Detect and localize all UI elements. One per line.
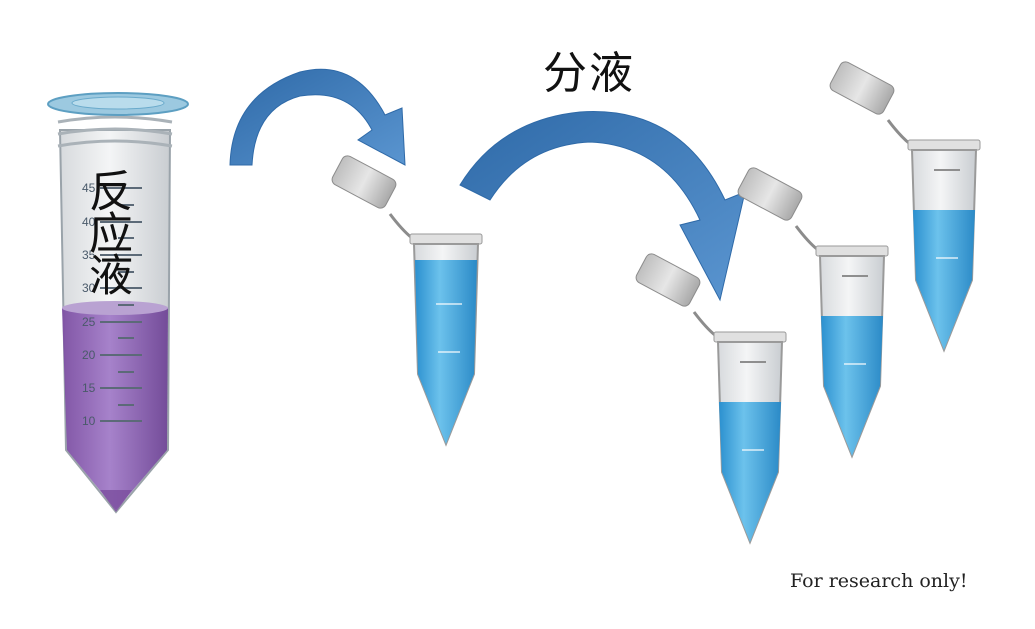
microtube-cap (829, 61, 911, 146)
graduation-scale (100, 187, 142, 422)
graduation-label: 30 (82, 281, 96, 295)
microtube-liquid (821, 316, 883, 456)
reaction-tube-cap-inner (71, 96, 165, 110)
aliquot-arrow (459, 111, 746, 302)
microtube-liquid (719, 402, 781, 542)
microtube-liquid (913, 210, 975, 350)
thread-ring (57, 139, 173, 148)
microtube-aliquot (829, 61, 981, 353)
reaction-liquid (62, 304, 168, 510)
disclaimer-text: For research only! (790, 570, 968, 592)
thread-ring (57, 127, 173, 136)
microtube-cap (737, 167, 819, 252)
transfer-arrow (229, 68, 406, 166)
aliquot-label: 分液 (543, 48, 635, 99)
graduation-label: 40 (82, 215, 96, 229)
graduation-labels: 45 40 35 30 25 20 15 10 (82, 181, 96, 428)
reaction-tube: 45 40 35 30 25 20 15 10 (47, 92, 189, 514)
reaction-liquid-surface (62, 301, 168, 315)
microtube-source (331, 155, 483, 447)
microtube-aliquot (635, 253, 787, 545)
graduation-label: 45 (82, 181, 96, 195)
thread-ring (57, 115, 173, 124)
graduation-label: 25 (82, 315, 96, 329)
graduation-label: 10 (82, 414, 96, 428)
reaction-tube-tip (100, 490, 132, 512)
microtube-aliquot (737, 167, 889, 459)
graduation-label: 15 (82, 381, 96, 395)
graduation-label: 20 (82, 348, 96, 362)
reaction-liquid-label: 反应液 (81, 168, 132, 294)
graduation-label: 35 (82, 248, 96, 262)
microtube-cap (331, 155, 413, 240)
